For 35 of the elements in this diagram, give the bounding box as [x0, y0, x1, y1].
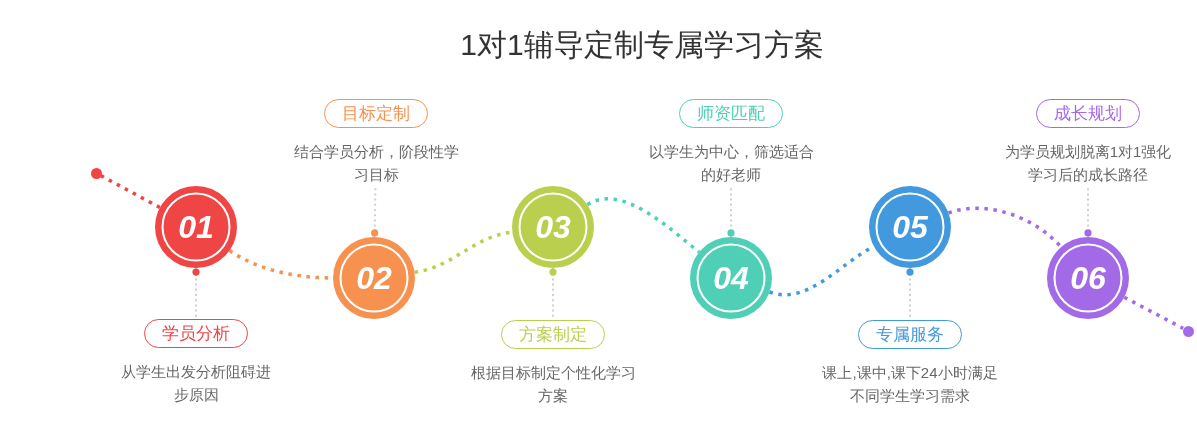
step-tag: 目标定制	[324, 99, 428, 128]
step-tag: 方案制定	[501, 320, 605, 349]
leader-line	[371, 185, 379, 238]
step-circle	[1047, 237, 1129, 319]
leader-line	[192, 267, 200, 320]
leader-line	[727, 185, 735, 238]
endpoint-dot	[1182, 325, 1194, 337]
step-circle	[512, 186, 594, 268]
step-description: 课上,课中,课下24小时满足不同学生学习需求	[821, 363, 999, 406]
dotted-connector	[99, 174, 161, 210]
step-circle	[155, 186, 237, 268]
step-tag: 专属服务	[858, 320, 962, 349]
dotted-connector	[1123, 295, 1184, 330]
step-number: 02	[356, 262, 392, 294]
step-circle	[333, 237, 415, 319]
leader-line	[1084, 185, 1092, 238]
step-description: 根据目标制定个性化学习方案	[469, 363, 637, 406]
step-description: 从学生出发分析阻碍进步原因	[120, 362, 272, 405]
step-description: 结合学员分析，阶段性学习目标	[292, 142, 460, 185]
step-circle	[690, 237, 772, 319]
step-number: 01	[178, 211, 214, 243]
step-tag: 师资匹配	[679, 99, 783, 128]
dotted-connector	[948, 206, 1063, 249]
diagram-title: 1对1辅导定制专属学习方案	[460, 27, 824, 63]
step-tag: 学员分析	[144, 319, 248, 348]
step-number: 06	[1070, 262, 1106, 294]
step-description: 为学员规划脱离1对1强化学习后的成长路径	[1003, 142, 1173, 185]
step-number: 03	[535, 211, 571, 243]
step-description: 以学生为中心，筛选适合的好老师	[647, 142, 815, 185]
step-circle	[869, 186, 951, 268]
step-number: 05	[892, 211, 928, 243]
step-tag: 成长规划	[1036, 99, 1140, 128]
dotted-connector	[586, 197, 701, 254]
step-number: 04	[713, 262, 749, 294]
endpoint-dot	[90, 167, 102, 179]
